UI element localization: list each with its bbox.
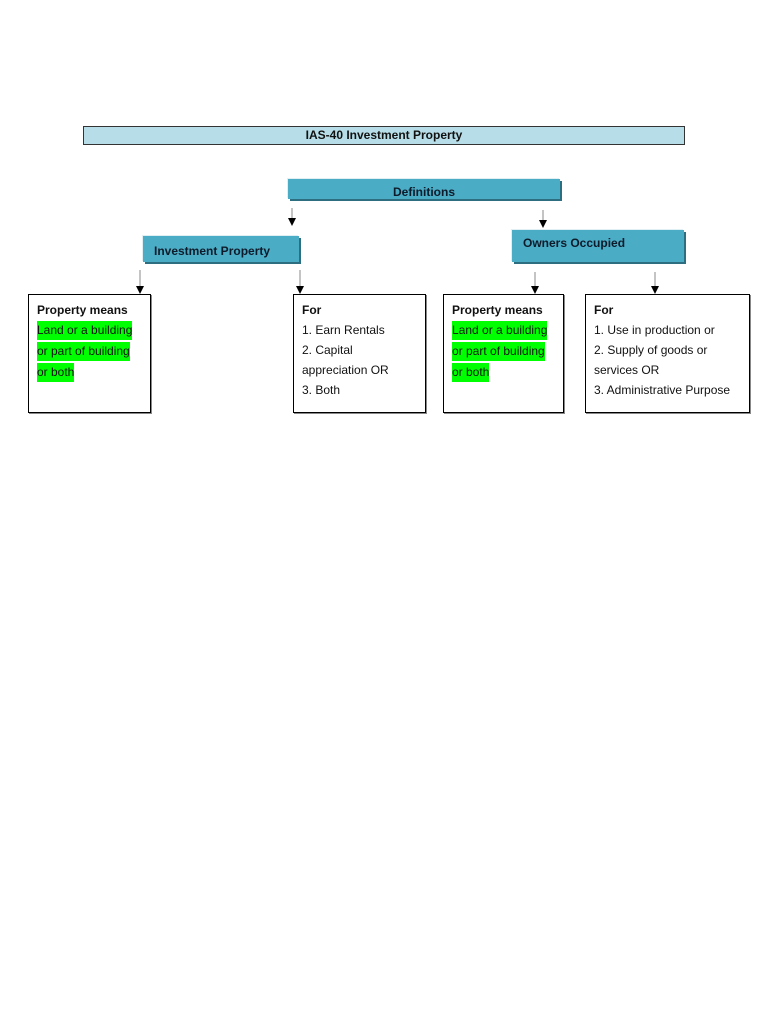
definitions-node: Definitions xyxy=(288,179,560,199)
box-line: 3. Both xyxy=(302,383,341,397)
box-line: or both xyxy=(37,363,75,382)
investment-property-node: Investment Property xyxy=(143,236,299,262)
investment-property-meaning-box: Property means Land or a building or par… xyxy=(28,294,151,413)
owners-occupied-node: Owners Occupied xyxy=(512,230,684,262)
box-line: 2. Capital xyxy=(302,343,353,357)
owners-occupied-purpose-box: For 1. Use in production or 2. Supply of… xyxy=(585,294,750,413)
box-line: or both xyxy=(452,363,490,382)
box-heading: Property means xyxy=(37,303,128,317)
arrow-icon xyxy=(539,220,547,228)
box-line: 3. Administrative Purpose xyxy=(594,383,731,397)
arrow-icon xyxy=(288,218,296,226)
box-line: appreciation OR xyxy=(302,363,389,377)
arrow-icon xyxy=(531,286,539,294)
box-line: services OR xyxy=(594,363,660,377)
investment-property-purpose-box: For 1. Earn Rentals 2. Capital appreciat… xyxy=(293,294,426,413)
arrow-icon xyxy=(651,286,659,294)
box-heading: For xyxy=(594,303,614,317)
owners-occupied-meaning-box: Property means Land or a building or par… xyxy=(443,294,564,413)
box-line: Land or a building xyxy=(452,321,548,340)
arrow-icon xyxy=(136,286,144,294)
box-line: 1. Earn Rentals xyxy=(302,323,385,337)
box-line: Land or a building xyxy=(37,321,133,340)
box-heading: For xyxy=(302,303,322,317)
box-line: or part of building xyxy=(37,342,130,361)
box-line: 1. Use in production or xyxy=(594,323,715,337)
box-line: 2. Supply of goods or xyxy=(594,343,708,357)
page-title: IAS-40 Investment Property xyxy=(83,126,685,145)
arrow-icon xyxy=(296,286,304,294)
box-line: or part of building xyxy=(452,342,545,361)
box-heading: Property means xyxy=(452,303,543,317)
